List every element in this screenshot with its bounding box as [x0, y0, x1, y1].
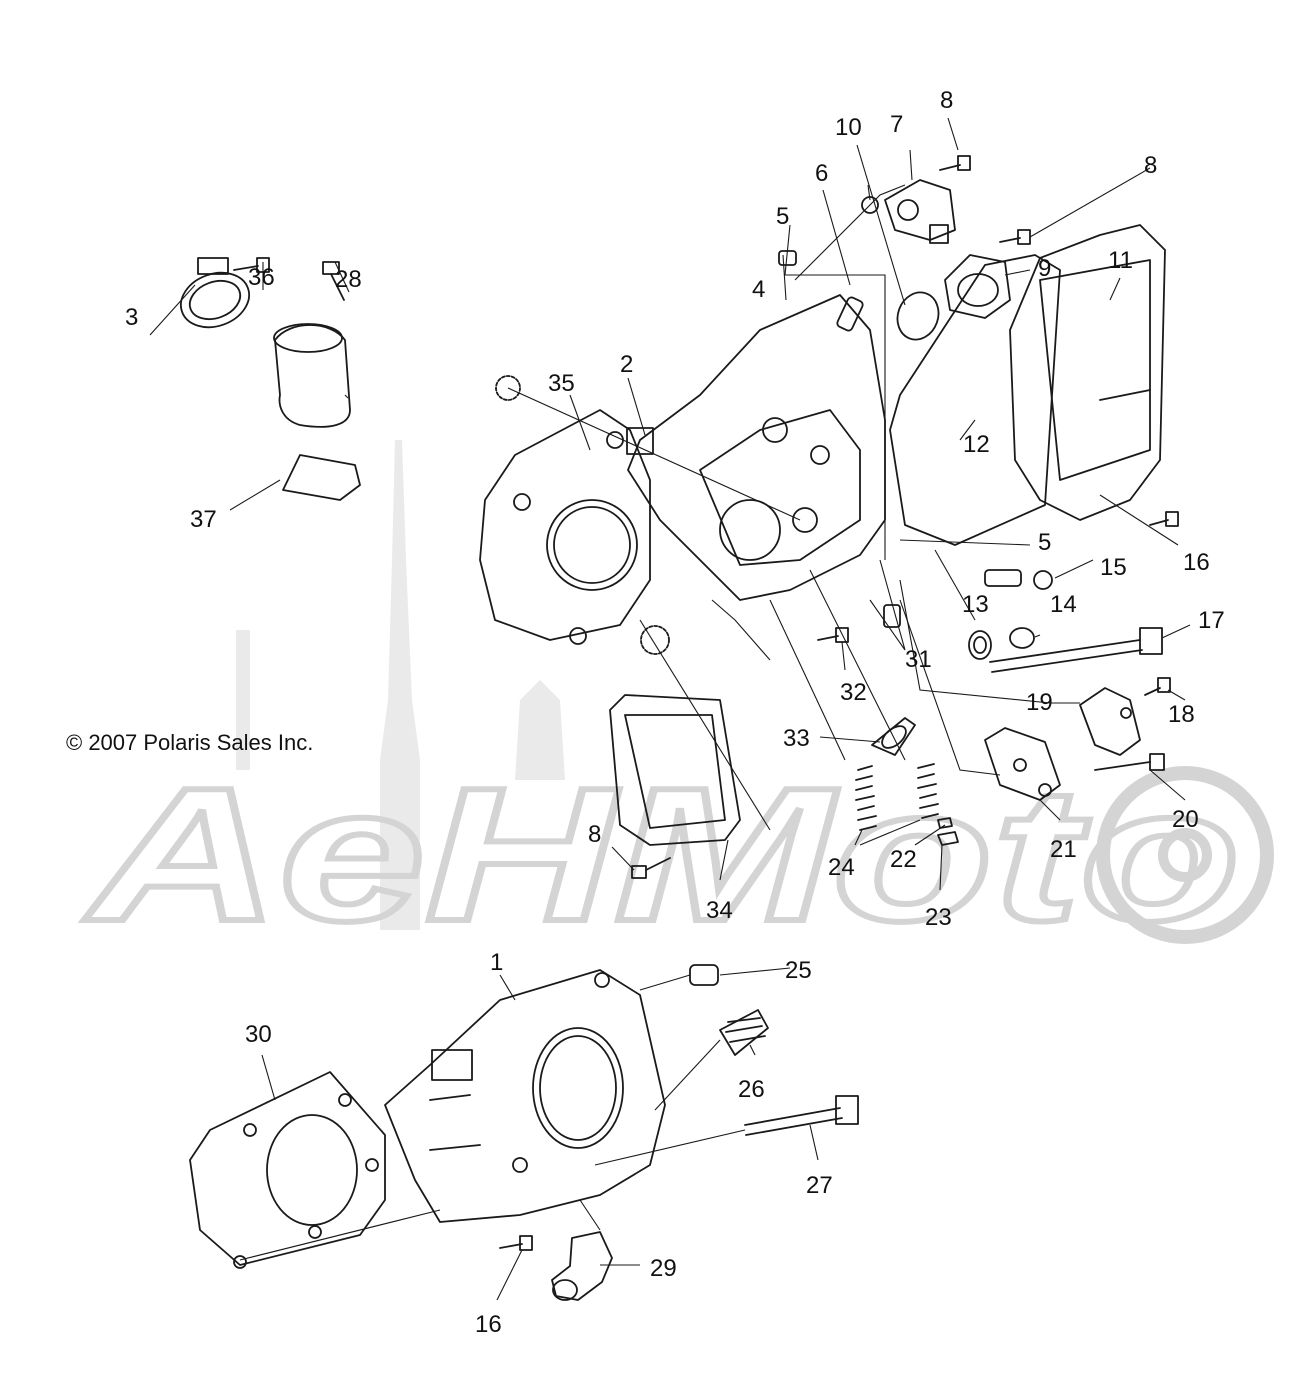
callout-8-top: 8 — [940, 87, 953, 114]
part-34-side-cover — [609, 694, 741, 846]
callout-5-lower: 5 — [1038, 529, 1051, 556]
callout-13: 13 — [962, 591, 989, 618]
copyright-notice: © 2007 Polaris Sales Inc. — [66, 730, 314, 755]
part-27-long-bolt — [744, 1095, 859, 1136]
part-18-bolt — [1144, 677, 1171, 696]
watermark-tower — [236, 630, 250, 770]
watermark-logo-text: AeHMoto — [84, 749, 1240, 961]
watermark-dome — [515, 680, 565, 780]
leader-lines — [149, 117, 1191, 1301]
part-11-valve-cover — [1009, 224, 1166, 521]
part-8-bolt-right — [999, 229, 1031, 245]
callout-20: 20 — [1172, 806, 1199, 833]
callout-8-right: 8 — [1144, 152, 1157, 179]
callout-2: 2 — [620, 351, 633, 378]
callout-35: 35 — [548, 370, 575, 397]
callout-3: 3 — [125, 304, 138, 331]
part-26-stud — [719, 1009, 769, 1056]
callout-1: 1 — [490, 949, 503, 976]
callout-27: 27 — [806, 1172, 833, 1199]
part-9-flange — [944, 254, 1011, 319]
part-13-washer — [968, 630, 992, 660]
callout-4: 4 — [752, 276, 765, 303]
part-15-nut — [1033, 570, 1053, 590]
callout-16-lower: 16 — [475, 1311, 502, 1338]
part-32-bolt — [817, 627, 849, 643]
callout-24: 24 — [828, 854, 855, 881]
part-22-keeper — [937, 817, 953, 829]
part-24-spring-left — [855, 765, 877, 831]
part-37-intake-boot — [273, 323, 361, 501]
part-3-clamp — [180, 257, 250, 329]
callout-18: 18 — [1168, 701, 1195, 728]
part-16-bolt-upper — [1149, 511, 1179, 527]
callouts: 3 36 28 37 35 2 4 5 6 10 7 8 8 9 11 12 5… — [125, 87, 1225, 1338]
part-24-spring-right — [917, 763, 939, 819]
callout-36: 36 — [248, 264, 275, 291]
part-21-rocker — [984, 727, 1061, 801]
callout-11: 11 — [1108, 247, 1133, 274]
part-19-bracket — [1079, 687, 1141, 756]
callout-32: 32 — [840, 679, 867, 706]
part-35-head-gasket — [479, 375, 651, 645]
part-17-long-bolt — [989, 627, 1163, 673]
part-28-screw — [322, 261, 345, 301]
callout-34: 34 — [706, 897, 733, 924]
part-12-cover-gasket — [889, 254, 1061, 546]
callout-9: 9 — [1038, 255, 1051, 282]
part-1-cylinder — [384, 969, 666, 1223]
part-5-pin-upper — [836, 296, 864, 332]
callout-26: 26 — [738, 1076, 765, 1103]
upper-assembly — [180, 155, 1179, 879]
part-2-cylinder-head — [626, 294, 886, 655]
callout-30: 30 — [245, 1021, 272, 1048]
watermark-spire — [380, 440, 420, 930]
lower-assembly — [189, 964, 859, 1301]
callout-15: 15 — [1100, 554, 1127, 581]
callout-25: 25 — [785, 957, 812, 984]
callout-8-lower: 8 — [588, 821, 601, 848]
part-29-elbow — [551, 1231, 613, 1301]
watermark: AeHMoto — [81, 440, 1274, 964]
callout-29: 29 — [650, 1255, 677, 1282]
part-8-bolt-lower — [631, 857, 671, 879]
callout-10: 10 — [835, 114, 862, 141]
callout-5-upper: 5 — [776, 203, 789, 230]
part-8-bolt-top — [939, 155, 971, 171]
callout-28: 28 — [335, 266, 362, 293]
callout-21: 21 — [1050, 836, 1077, 863]
callout-17: 17 — [1198, 607, 1225, 634]
part-10-o-ring — [896, 291, 940, 341]
callout-14: 14 — [1050, 591, 1077, 618]
callout-33: 33 — [783, 725, 810, 752]
part-20-bolt — [1094, 753, 1165, 771]
callout-37: 37 — [190, 506, 217, 533]
part-5-pin-lower — [984, 569, 1022, 587]
callout-19: 19 — [1026, 689, 1053, 716]
part-25-dowel — [689, 964, 719, 986]
callout-16-upper: 16 — [1183, 549, 1210, 576]
watermark-wheel-icon — [1096, 766, 1274, 944]
part-33-gasket — [871, 717, 916, 756]
part-14-plug — [1009, 627, 1035, 649]
callout-31: 31 — [905, 646, 932, 673]
part-7-water-outlet — [884, 179, 956, 244]
callout-12: 12 — [963, 431, 990, 458]
part-23-keeper — [937, 831, 959, 846]
watermark-wheel-icon-hub — [1158, 828, 1212, 882]
part-30-base-gasket — [189, 1071, 386, 1269]
callout-23: 23 — [925, 904, 952, 931]
part-16-bolt-lower — [499, 1235, 533, 1251]
callout-7: 7 — [890, 111, 903, 138]
callout-22: 22 — [890, 846, 917, 873]
callout-6: 6 — [815, 160, 828, 187]
